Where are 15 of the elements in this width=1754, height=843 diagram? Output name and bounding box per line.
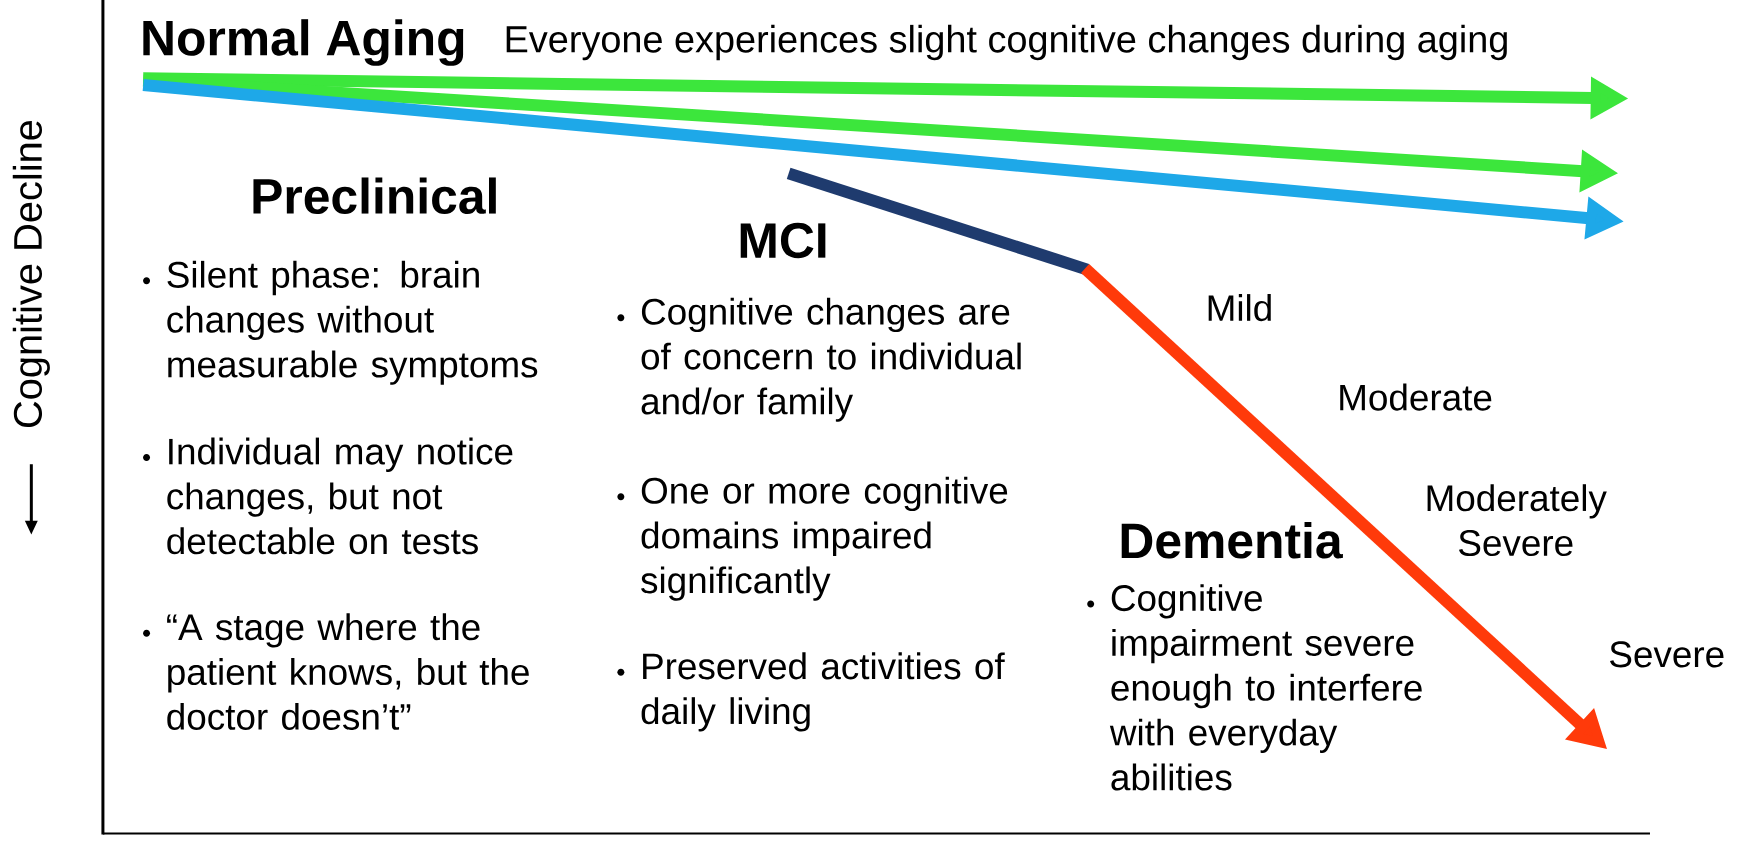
bullet-text: Individual may notice changes, but not detectable on tests (167, 437, 513, 555)
severity-label: Mild (1208, 293, 1271, 321)
severity-label: Moderate (1340, 383, 1492, 411)
stage-heading: Dementia (1121, 521, 1343, 559)
severity-label: Moderately Severe (1427, 484, 1607, 556)
severity-label: Severe (1610, 641, 1724, 668)
bullet-text: Silent phase: brain changes without measurable symptoms (167, 260, 538, 385)
stage-heading: Normal Aging (143, 18, 464, 66)
bullet-text: Cognitive impairment severe enough to interfere with everyday abilities (1109, 583, 1422, 791)
bullet-text: Cognitive changes are of concern to individual and/or family (641, 297, 1021, 422)
bullet-text: “A stage where the patient knows, but the doctor doesn’t” (167, 613, 529, 730)
stage-description: Everyone experiences slight cognitive changes during aging (506, 24, 1507, 60)
bullet-text: One or more cognitive domains impaired significantly (641, 476, 1008, 601)
axis-label: Cognitive Decline (12, 120, 50, 427)
bullet-text: Preserved activities of daily living (641, 652, 1005, 732)
